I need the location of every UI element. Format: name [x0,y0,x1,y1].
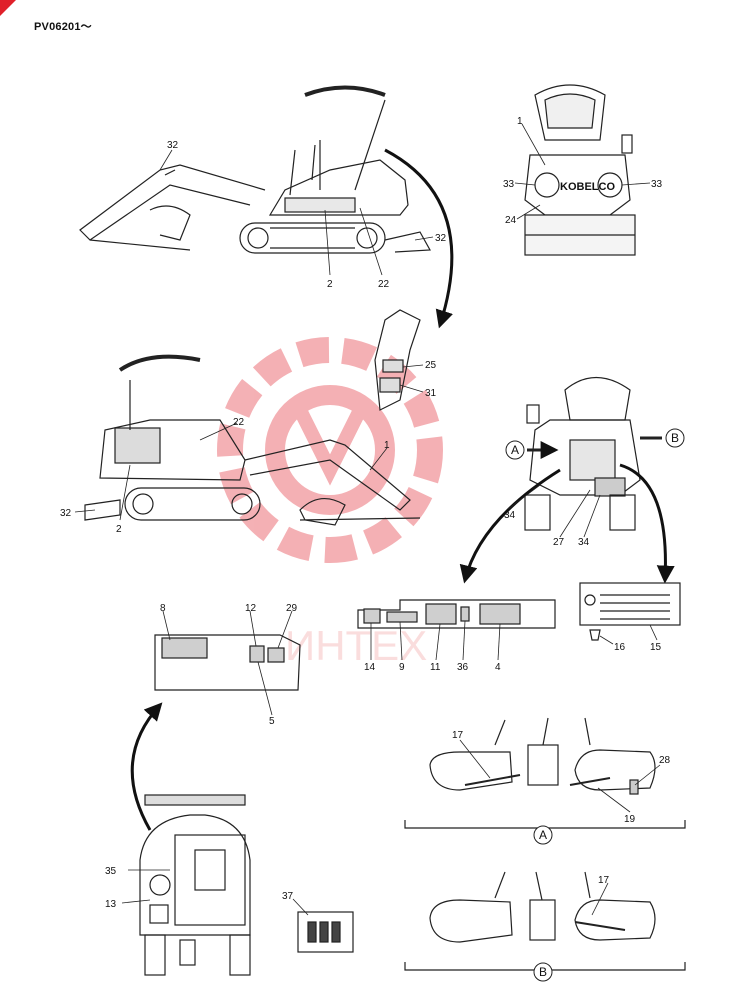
excavator-rear-middle [524,377,641,531]
excavator-side-top [79,85,431,254]
callout-1: 1 [384,440,390,451]
callout-28: 28 [659,755,671,766]
callout-8: 8 [160,603,166,614]
callout-14: 14 [364,662,376,673]
view-a-label: A [533,825,553,845]
svg-text:A: A [539,828,547,842]
callout-33: 33 [503,179,515,190]
lever-set [297,911,354,953]
panel-center-decals [357,599,556,629]
callout-25: 25 [425,360,437,371]
view-a-detail [404,717,686,829]
excavator-rear-top: KOBELCO [524,84,636,256]
svg-text:B: B [539,965,547,979]
view-b-label: B [533,962,553,982]
callout-22: 22 [378,279,390,290]
callout-32: 32 [435,233,447,244]
callout-32: 32 [167,140,179,151]
callout-labels: 32 2 22 32 1 33 33 24 25 31 22 1 32 2 34… [60,116,671,910]
cab-front-view [139,794,251,976]
watermark: ИНТЕХ [217,337,443,669]
callout-11: 11 [430,662,441,673]
callout-29: 29 [286,603,298,614]
callout-13: 13 [105,899,117,910]
watermark-text: ИНТЕХ [285,622,427,669]
page-code: PV06201～ [34,21,92,33]
corner-accent [0,0,16,16]
callout-34: 34 [578,537,590,548]
callout-17: 17 [598,875,610,886]
view-b-detail [404,871,686,971]
callout-1: 1 [517,116,523,127]
callout-17: 17 [452,730,464,741]
excavator-side-middle [84,354,421,526]
callout-2: 2 [116,524,122,535]
callout-5: 5 [269,716,275,727]
leader-lines [74,123,661,916]
callout-36: 36 [457,662,469,673]
callout-19: 19 [624,814,636,825]
callout-31: 31 [425,388,437,399]
panel-left-decals [154,634,301,691]
callout-12: 12 [245,603,257,614]
callout-9: 9 [399,662,405,673]
callout-15: 15 [650,642,662,653]
callout-16: 16 [614,642,626,653]
callout-2: 2 [327,279,333,290]
callout-22: 22 [233,417,245,428]
callout-34: 34 [504,510,516,521]
view-b-marker: B [671,431,679,445]
callout-4: 4 [495,662,501,673]
kobelco-logo: KOBELCO [560,181,615,193]
callout-27: 27 [553,537,565,548]
callout-35: 35 [105,866,117,877]
view-markers: A B [505,428,685,460]
callout-24: 24 [505,215,517,226]
arm-detail [374,309,421,411]
callout-33: 33 [651,179,663,190]
callout-32: 32 [60,508,72,519]
nameplate [579,582,681,641]
pointer-arrows [130,148,675,831]
callout-37: 37 [282,891,294,902]
view-a-marker: A [511,443,519,457]
